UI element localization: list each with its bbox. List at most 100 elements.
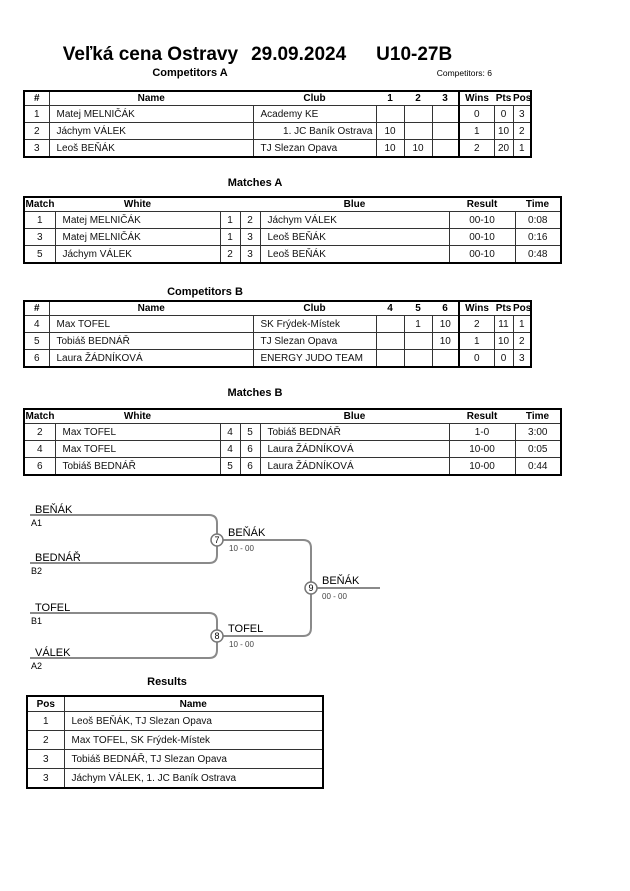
cell: 2 <box>23 423 56 441</box>
table-row: 4 Max TOFEL SK Frýdek-Místek 1 10 2 11 1 <box>23 315 532 333</box>
col-header: Time <box>515 197 561 212</box>
matches-b-table: Match White Blue Result Time 2 Max TOFEL… <box>23 408 562 476</box>
results-table: Pos Name 1 Leoš BEŇÁK, TJ Slezan Opava 2… <box>26 695 324 789</box>
cell: 20 <box>493 139 514 158</box>
cell: Tobiáš BEDNÁŘ <box>48 332 254 350</box>
col-header: Name <box>63 696 323 712</box>
cell: Laura ŽÁDNÍKOVÁ <box>259 457 450 476</box>
cell: 0:05 <box>514 440 562 458</box>
bracket-match-circle <box>210 533 224 547</box>
bracket-score: 10 - 00 <box>229 640 254 649</box>
cell: 2 <box>219 245 241 264</box>
cell: 10 <box>493 122 514 140</box>
cell <box>403 349 433 368</box>
cell: 0 <box>458 349 495 368</box>
cell <box>431 105 460 123</box>
col-header: Wins <box>458 301 494 316</box>
cell: 3 <box>512 349 532 368</box>
bracket-score: 10 - 00 <box>229 544 254 553</box>
cell: SK Frýdek-Místek <box>252 315 377 333</box>
competitors-count: Competitors: 6 <box>436 68 492 78</box>
cell: 1 <box>219 211 241 229</box>
header-row: # Name Club 1 2 3 Wins Pts Pos <box>24 91 531 106</box>
cell: 5 <box>219 457 241 476</box>
cell: 2 <box>458 139 495 158</box>
cell: 1 <box>26 711 65 731</box>
competitors-a-title: Competitors A <box>152 67 228 79</box>
bracket-line <box>223 539 312 582</box>
col-header: White <box>55 409 220 424</box>
cell: 00-10 <box>448 211 516 229</box>
table-row: 6 Tobiáš BEDNÁŘ 5 6 Laura ŽÁDNÍKOVÁ 10-0… <box>23 457 562 476</box>
bracket-match-circle <box>304 581 318 595</box>
col-header: Pos <box>513 301 532 316</box>
col-header: 6 <box>432 301 459 316</box>
cell: 5 <box>23 332 50 350</box>
cell: Matej MELNIČÁK <box>54 228 221 246</box>
competitors-a-table: # Name Club 1 2 3 Wins Pts Pos 1 Matej M… <box>23 90 532 158</box>
cell: 1 <box>23 211 56 229</box>
bracket-winner-name: BEŇÁK <box>228 526 266 539</box>
cell: 11 <box>493 315 514 333</box>
cell: Leoš BEŇÁK <box>259 228 450 246</box>
bracket-match-number: 8 <box>214 631 219 641</box>
cell: 10 <box>403 139 433 158</box>
cell <box>375 349 405 368</box>
cell: Tobiáš BEDNÁŘ, TJ Slezan Opava <box>63 749 324 769</box>
bracket-diagram: 7 8 9 BEŇÁK A1 BEDNÁŘ B2 TOFEL B1 VÁLEK … <box>30 503 380 671</box>
cell: Leoš BEŇÁK <box>259 245 450 264</box>
bracket-entry-seed: B2 <box>31 566 42 576</box>
cell: 0 <box>458 105 495 123</box>
col-header: Blue <box>260 409 449 424</box>
cell: 2 <box>23 122 50 140</box>
cell: 4 <box>23 315 50 333</box>
col-header: Blue <box>260 197 449 212</box>
table-row: 1 Matej MELNIČÁK 1 2 Jáchym VÁLEK 00-10 … <box>23 211 562 229</box>
cell: Jáchym VÁLEK <box>259 211 450 229</box>
bracket-entry-name: BEŇÁK <box>35 503 73 516</box>
col-header: Pos <box>27 696 64 712</box>
bracket-winner-name: BEŇÁK <box>322 574 360 587</box>
cell: 1 <box>403 315 433 333</box>
cell: 6 <box>23 457 56 476</box>
event-name: Veľká cena Ostravy <box>62 44 239 65</box>
cell <box>403 332 433 350</box>
cell: 10-00 <box>448 457 516 476</box>
header-row: Match White Blue Result Time <box>24 409 561 424</box>
bracket-entry-name: TOFEL <box>35 602 70 614</box>
bracket-line <box>30 642 218 659</box>
cell: 3 <box>239 228 261 246</box>
col-header: 5 <box>404 301 432 316</box>
matches-a-table: Match White Blue Result Time 1 Matej MEL… <box>23 196 562 264</box>
cell: 2 <box>512 122 532 140</box>
cell: 1 <box>512 139 532 158</box>
cell: 5 <box>23 245 56 264</box>
cell: 10 <box>375 122 405 140</box>
col-header: 3 <box>432 91 459 106</box>
cell: Leoš BEŇÁK <box>48 139 254 158</box>
col-header: Name <box>48 91 253 106</box>
bracket-entry-seed: A1 <box>31 518 42 528</box>
cell: Laura ŽÁDNÍKOVÁ <box>259 440 450 458</box>
table-row: 2 Max TOFEL, SK Frýdek-Místek <box>26 730 324 750</box>
competitors-b-title: Competitors B <box>167 286 243 298</box>
cell: 6 <box>239 457 261 476</box>
cell <box>403 122 433 140</box>
cell: 3:00 <box>514 423 562 441</box>
cell: Max TOFEL, SK Frýdek-Místek <box>63 730 324 750</box>
cell: 4 <box>23 440 56 458</box>
cell: 5 <box>239 423 261 441</box>
cell: Matej MELNIČÁK <box>54 211 221 229</box>
col-header: 1 <box>376 91 404 106</box>
cell: Laura ŽÁDNÍKOVÁ <box>48 349 254 368</box>
col-header <box>240 197 260 212</box>
col-header: # <box>24 91 49 106</box>
cell: 00-10 <box>448 245 516 264</box>
cell: TJ Slezan Opava <box>252 332 377 350</box>
cell: ENERGY JUDO TEAM <box>252 349 377 368</box>
table-row: 3 Tobiáš BEDNÁŘ, TJ Slezan Opava <box>26 749 324 769</box>
bracket-line <box>30 612 218 630</box>
header-row: # Name Club 4 5 6 Wins Pts Pos <box>24 301 531 316</box>
cell: Max TOFEL <box>54 423 221 441</box>
